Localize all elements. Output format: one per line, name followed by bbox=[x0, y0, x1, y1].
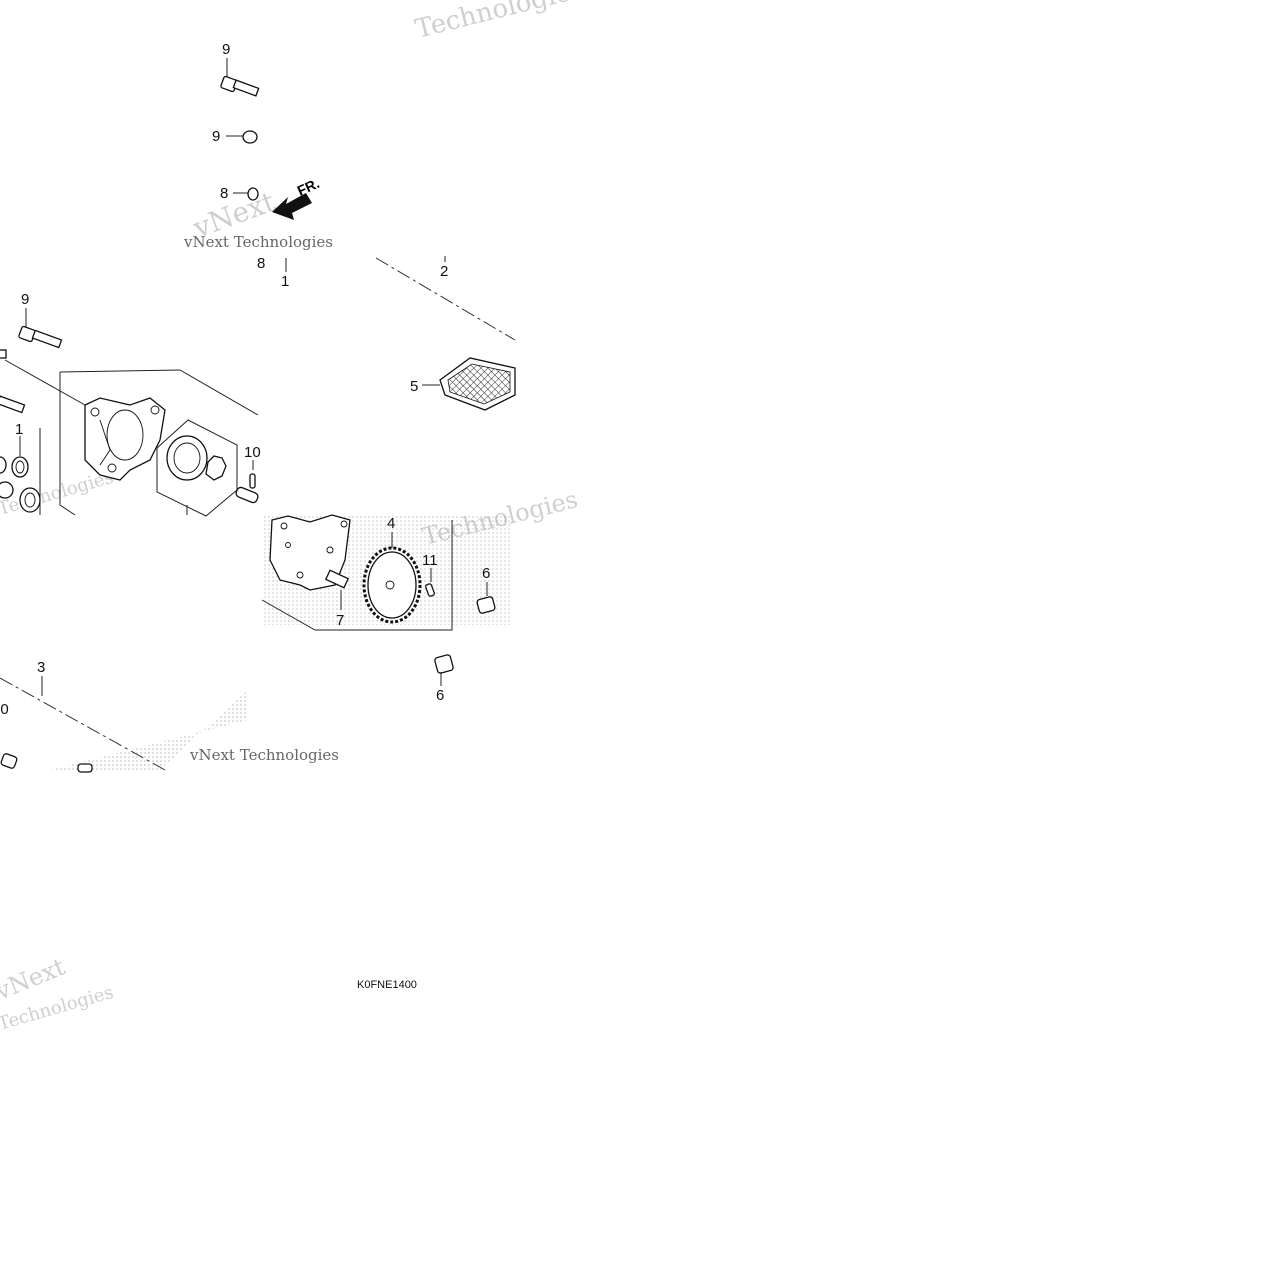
bolt-7 bbox=[324, 569, 350, 610]
callout-1: 1 bbox=[15, 421, 23, 438]
callout-2: 2 bbox=[440, 263, 448, 280]
callout-3: 3 bbox=[37, 659, 45, 676]
watermark-text: vNext Technologies bbox=[189, 746, 339, 764]
front-arrow-icon bbox=[272, 193, 312, 220]
pin-11 bbox=[425, 568, 435, 597]
pump-frame bbox=[179, 369, 259, 416]
outer-rotor bbox=[166, 435, 208, 481]
pump-body bbox=[84, 397, 166, 481]
callout-8: 8 bbox=[257, 255, 265, 272]
callout-7: 7 bbox=[336, 612, 344, 629]
watermark-text: vNext Technologies bbox=[183, 233, 333, 251]
callout-10: 10 bbox=[244, 444, 261, 461]
callout-6: 6 bbox=[482, 565, 490, 582]
driven-gear-4 bbox=[362, 532, 422, 624]
bolt-9-top bbox=[220, 58, 260, 97]
callout-1: 1 bbox=[281, 273, 289, 290]
dowel-pin bbox=[235, 486, 259, 504]
callout-9: 9 bbox=[222, 41, 230, 58]
callout-8: 8 bbox=[220, 185, 228, 202]
seal-1 bbox=[0, 436, 41, 513]
callout-6: 6 bbox=[436, 687, 444, 704]
dowel-8-top bbox=[233, 187, 259, 201]
assembly-line bbox=[4, 359, 86, 406]
callout-11: 11 bbox=[422, 552, 438, 569]
callout-5: 5 bbox=[410, 378, 418, 395]
pump-frame bbox=[59, 369, 181, 373]
inner-rotor bbox=[205, 455, 227, 481]
reference-line bbox=[375, 257, 516, 341]
cover-frame bbox=[261, 520, 453, 631]
watermark-text: Technologies bbox=[412, 0, 586, 45]
pin-10 bbox=[249, 473, 256, 489]
diagram-code: K0FNE1400 bbox=[357, 979, 417, 991]
lower-pins bbox=[0, 753, 93, 773]
pump-frame bbox=[59, 372, 76, 516]
bolt-left-edge bbox=[0, 349, 26, 414]
callout-4: 4 bbox=[387, 515, 395, 532]
oil-strainer bbox=[422, 357, 516, 411]
bolt-9-mid bbox=[226, 130, 258, 144]
dowel-6-lower bbox=[434, 654, 454, 686]
stipple-shading bbox=[50, 690, 248, 770]
callout-9: 9 bbox=[21, 291, 29, 308]
reference-line bbox=[0, 677, 166, 771]
dowel-6-right bbox=[476, 582, 496, 614]
pump-bolt-9 bbox=[18, 308, 63, 349]
callout-9: 9 bbox=[212, 128, 220, 145]
callout-10: 10 bbox=[0, 701, 9, 718]
direction-label: FR. bbox=[295, 175, 322, 199]
